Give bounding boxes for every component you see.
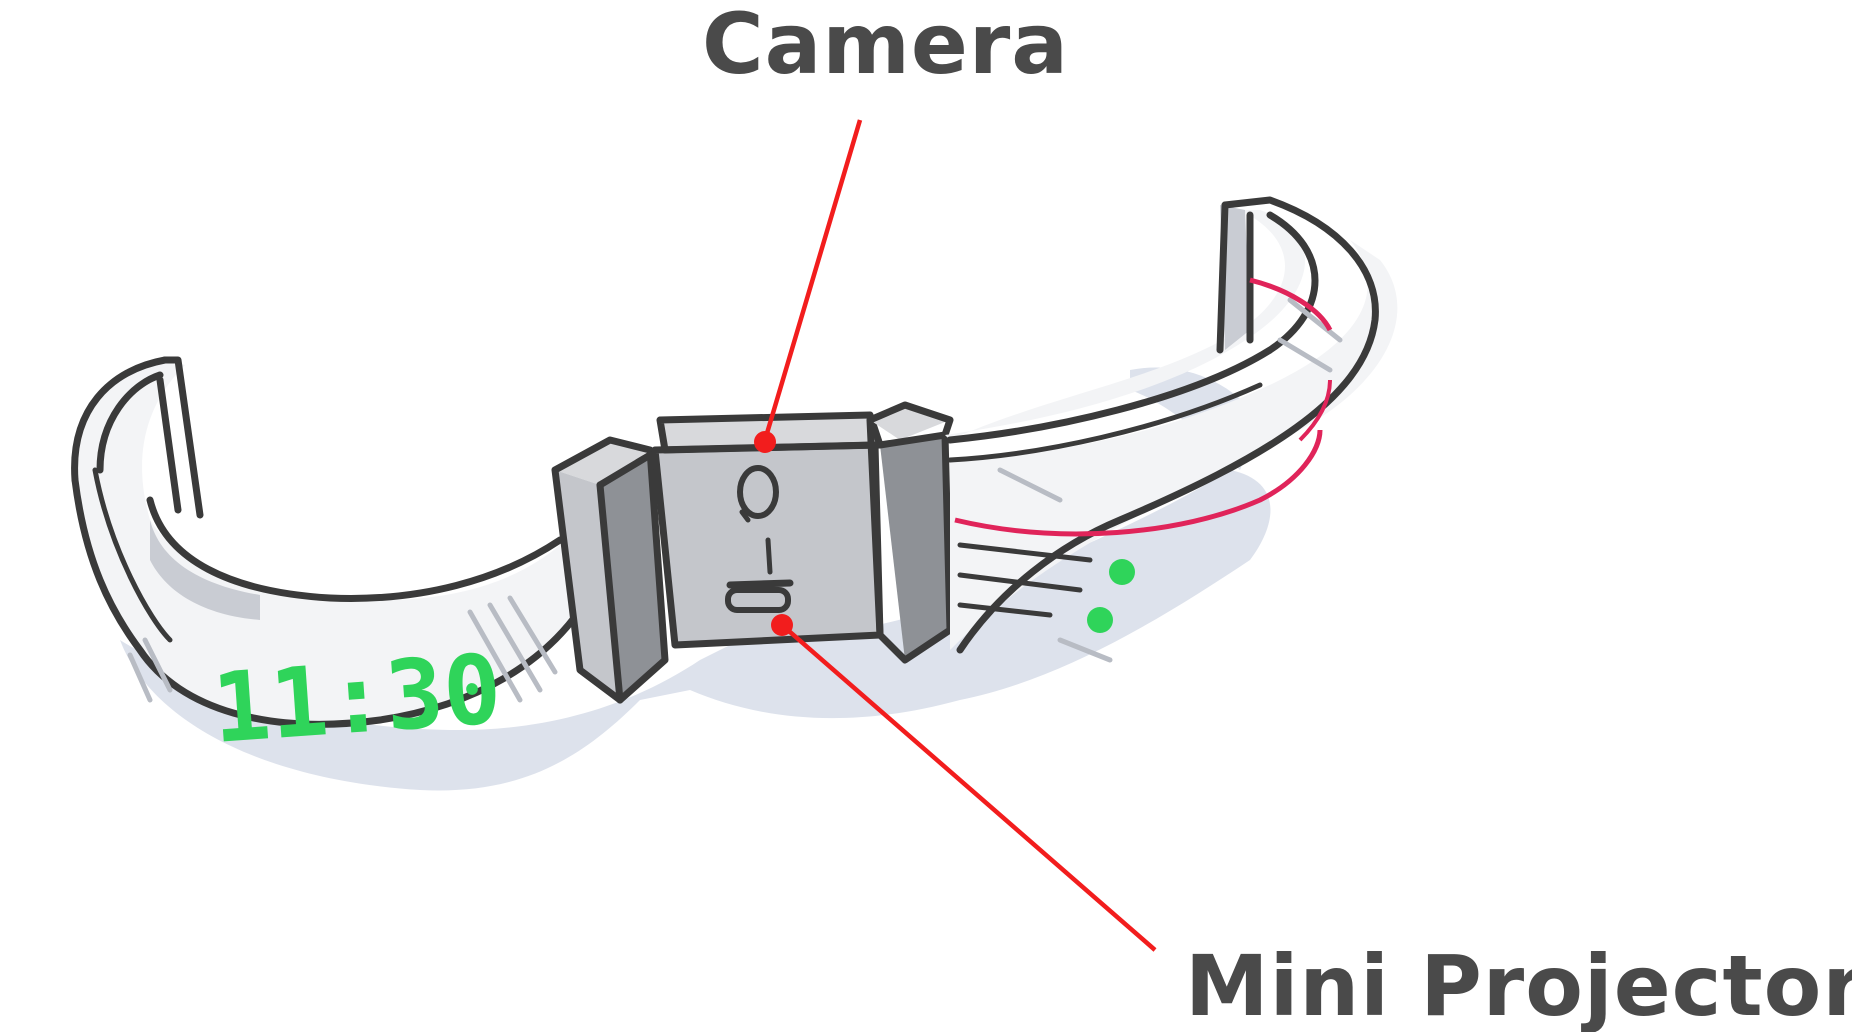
- projector-label: Mini Projector: [1185, 937, 1852, 1032]
- camera-label: Camera: [702, 0, 1069, 93]
- camera-callout: [754, 120, 860, 453]
- time-display: 11:30: [209, 633, 505, 765]
- right-hinge: [870, 405, 950, 660]
- status-dot-upper: [1109, 559, 1135, 585]
- status-dot-lower: [1087, 607, 1113, 633]
- projector-pointer-dot: [771, 614, 793, 636]
- left-hinge: [555, 440, 665, 700]
- camera-pointer-dot: [754, 431, 776, 453]
